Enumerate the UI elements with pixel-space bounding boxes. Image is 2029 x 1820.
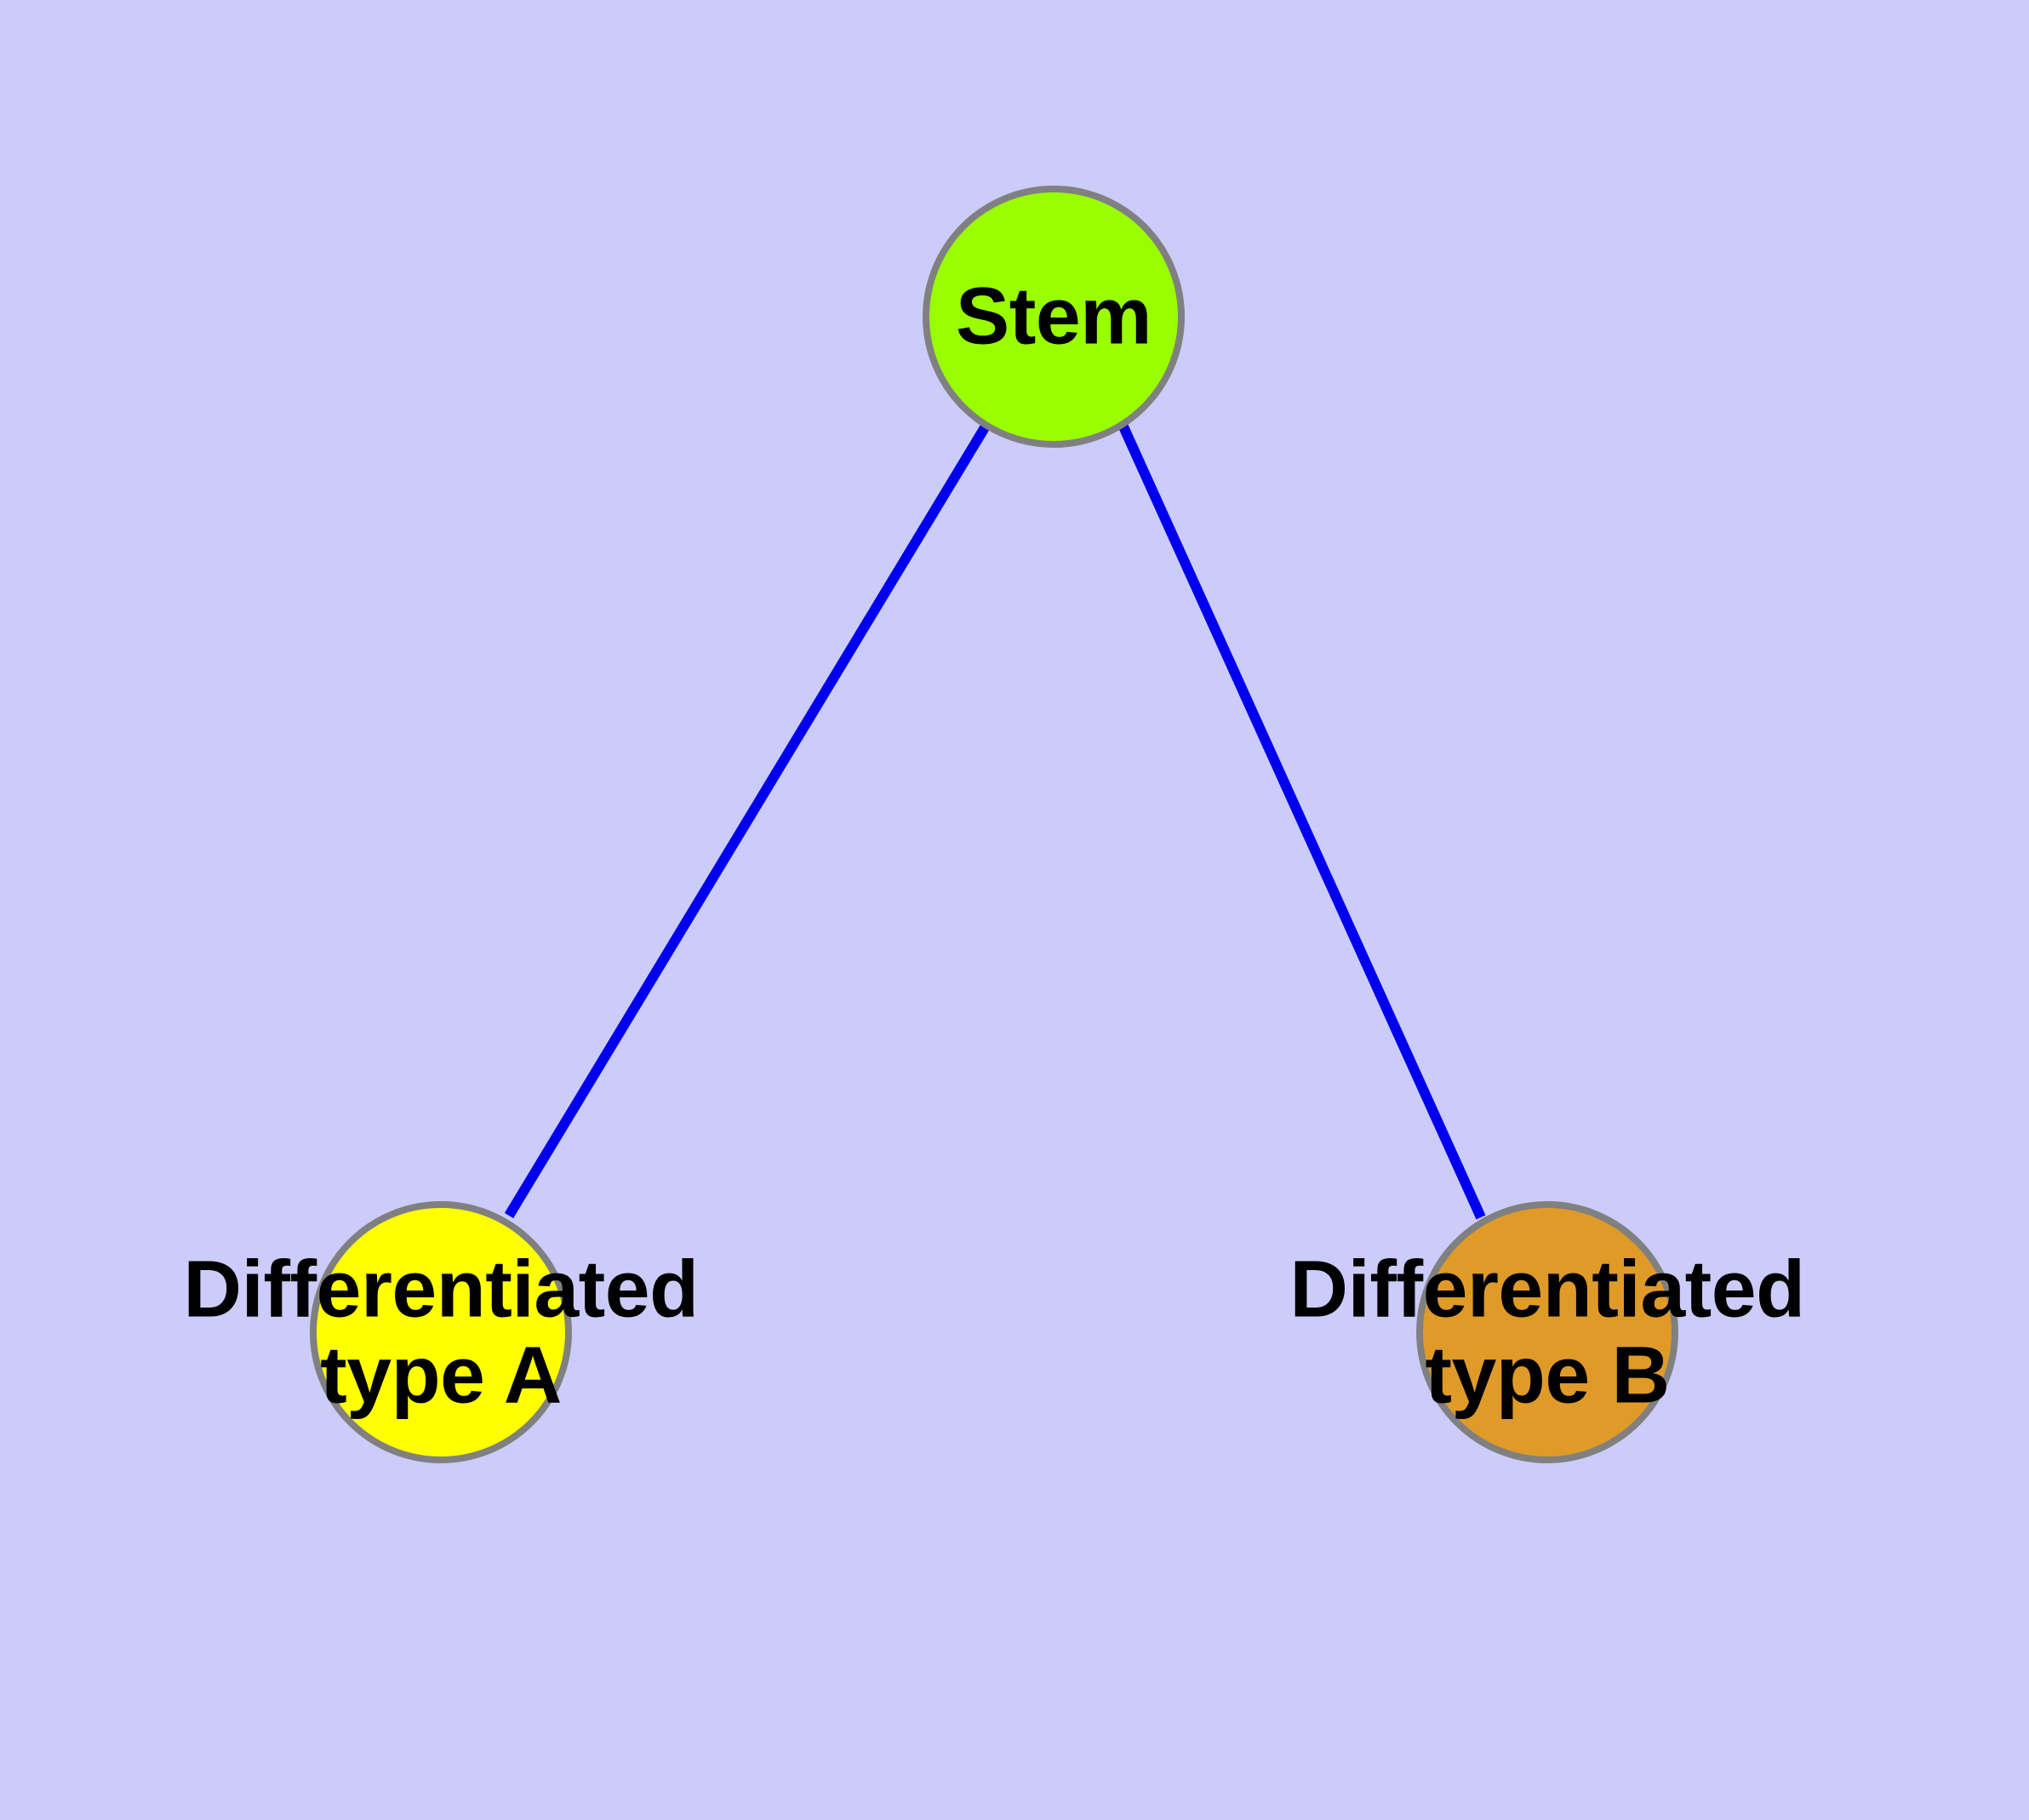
node-layer xyxy=(310,186,1678,1463)
node-differentiated-type-b[interactable] xyxy=(1416,1201,1678,1463)
edge-stem-to-type-a[interactable] xyxy=(504,421,992,1219)
node-differentiated-type-a[interactable] xyxy=(310,1201,572,1463)
edge-stem-to-type-b[interactable] xyxy=(1117,422,1486,1220)
edge-layer xyxy=(504,421,1486,1220)
node-stem[interactable] xyxy=(923,186,1185,448)
